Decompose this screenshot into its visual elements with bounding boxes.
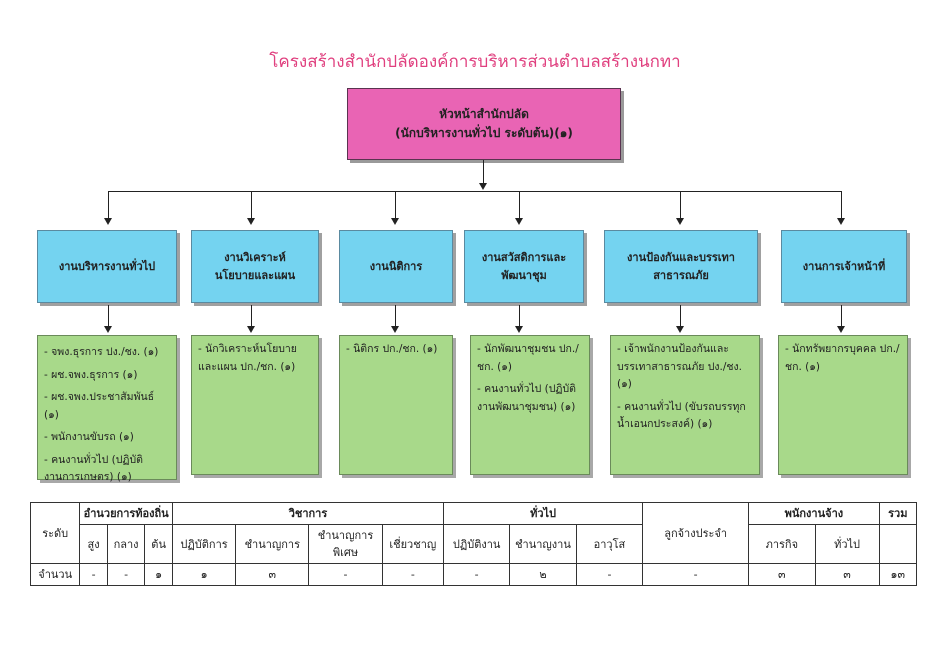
sub-total-blank	[878, 524, 918, 564]
arrow-staff-1-icon	[104, 326, 112, 333]
dept-label: งานนิติการ	[369, 259, 423, 273]
staff-item: - ผช.จพง.ธุรการ (๑)	[44, 368, 138, 381]
arrow-head-down-icon	[479, 183, 487, 190]
count-cell: ๓	[235, 563, 310, 586]
connector-dept-1	[108, 191, 109, 219]
dept-label: งานการเจ้าหน้าที่	[802, 259, 886, 273]
count-cell: -	[443, 563, 511, 586]
count-label: จำนวน	[29, 563, 81, 586]
count-cell: ๓	[814, 563, 880, 586]
dept-personnel: งานการเจ้าหน้าที่	[781, 230, 907, 303]
head-title: หัวหน้าสำนักปลัด	[439, 107, 529, 121]
connector-staff-2	[251, 305, 252, 327]
arrow-dept-2-icon	[247, 218, 255, 225]
connector-horizontal	[108, 191, 842, 192]
sub-operational: ปฏิบัติงาน	[443, 524, 511, 564]
head-of-office-box: หัวหน้าสำนักปลัด (นักบริหารงานทั่วไป ระด…	[347, 88, 621, 160]
count-cell: -	[308, 563, 383, 586]
count-cell: -	[381, 563, 445, 586]
sub-high: สูง	[79, 524, 108, 564]
arrow-dept-3-icon	[391, 218, 399, 225]
dept-label: งานบริหารงานทั่วไป	[58, 259, 156, 273]
group-general: ทั่วไป	[443, 502, 644, 525]
sub-mid: กลาง	[106, 524, 146, 564]
staff-item: - เจ้าพนักงานป้องกันและบรรเทาสาธารณภัย ป…	[617, 343, 743, 390]
staffing-summary-table: ระดับ อำนวยการท้องถิ่น วิชาการ ทั่วไป ลู…	[29, 502, 918, 586]
sub-senior: อาวุโส	[575, 524, 644, 564]
page-title: โครงสร้างสำนักปลัดองค์การบริหารส่วนตำบลส…	[269, 52, 681, 72]
sub-professional: ชำนาญการ	[235, 524, 310, 564]
count-cell: -	[79, 563, 108, 586]
sub-experienced: ชำนาญงาน	[509, 524, 577, 564]
count-cell: ๓	[748, 563, 816, 586]
staff-item: - นักทรัพยากรบุคคล ปก./ชก. (๑)	[785, 343, 900, 373]
connector-dept-4	[519, 191, 520, 219]
count-cell: -	[106, 563, 146, 586]
group-total: รวม	[878, 502, 918, 525]
sub-general-emp: ทั่วไป	[814, 524, 880, 564]
connector-staff-5	[680, 305, 681, 327]
group-employee: พนักงานจ้าง	[748, 502, 880, 525]
group-permanent: ลูกจ้างประจำ	[642, 502, 750, 564]
group-local-admin: อำนวยการท้องถิ่น	[79, 502, 173, 525]
dept-label: งานวิเคราะห์นโยบายและแผน	[214, 250, 296, 282]
count-cell: ๑	[144, 563, 173, 586]
arrow-dept-4-icon	[515, 218, 523, 225]
arrow-staff-4-icon	[515, 326, 523, 333]
staff-item: - นักวิเคราะห์นโยบายและแผน ปก./ชก. (๑)	[198, 343, 297, 373]
staff-personnel: - นักทรัพยากรบุคคล ปก./ชก. (๑)	[778, 335, 908, 475]
staff-disaster-prevention: - เจ้าพนักงานป้องกันและบรรเทาสาธารณภัย ป…	[610, 335, 760, 475]
arrow-dept-6-icon	[837, 218, 845, 225]
dept-legal: งานนิติการ	[339, 230, 453, 303]
staff-general-admin: - จพง.ธุรการ ปง./ชง. (๑) - ผช.จพง.ธุรการ…	[37, 335, 177, 483]
connector-staff-4	[519, 305, 520, 327]
level-header: ระดับ	[29, 502, 81, 564]
staff-item: - นักพัฒนาชุมชน ปก./ชก. (๑)	[477, 343, 579, 373]
staff-item: - คนงานทั่วไป (ขับรถบรรทุกน้ำเอนกประสงค์…	[617, 400, 746, 431]
arrow-dept-1-icon	[104, 218, 112, 225]
arrow-staff-2-icon	[247, 326, 255, 333]
connector-head-down	[483, 160, 484, 184]
count-cell: ๑๓	[878, 563, 918, 586]
count-cell: ๒	[509, 563, 577, 586]
sub-practitioner: ปฏิบัติการ	[171, 524, 237, 564]
sub-expert: เชี่ยวชาญ	[381, 524, 445, 564]
connector-staff-6	[841, 305, 842, 327]
arrow-dept-5-icon	[676, 218, 684, 225]
connector-staff-1	[108, 305, 109, 327]
arrow-staff-5-icon	[676, 326, 684, 333]
count-cell: -	[575, 563, 644, 586]
staff-legal: - นิติกร ปก./ชก. (๑)	[339, 335, 453, 475]
connector-staff-3	[395, 305, 396, 327]
dept-general-admin: งานบริหารงานทั่วไป	[37, 230, 177, 303]
dept-welfare-community: งานสวัสดิการและพัฒนาชุม	[464, 230, 584, 303]
staff-item: - จพง.ธุรการ ปง./ชง. (๑)	[44, 346, 159, 358]
sub-senior-professional: ชำนาญการพิเศษ	[308, 524, 383, 564]
dept-label: งานสวัสดิการและพัฒนาชุม	[481, 250, 567, 282]
staff-item: - ผช.จพง.ประชาสัมพันธ์ (๑)	[44, 391, 155, 421]
staff-item: - คนงานทั่วไป (ปฏิบัติงานการเกษตร) (๑)	[44, 453, 143, 484]
staff-item: - พนักงานขับรถ (๑)	[44, 431, 134, 443]
dept-disaster-prevention: งานป้องกันและบรรเทาสาธารณภัย	[604, 230, 758, 303]
connector-dept-3	[395, 191, 396, 219]
group-academic: วิชาการ	[171, 502, 445, 525]
connector-dept-5	[680, 191, 681, 219]
sub-mission: ภารกิจ	[748, 524, 816, 564]
dept-label: งานป้องกันและบรรเทาสาธารณภัย	[627, 250, 735, 282]
connector-dept-2	[251, 191, 252, 219]
count-cell: -	[642, 563, 750, 586]
connector-dept-6	[841, 191, 842, 219]
staff-policy-planning: - นักวิเคราะห์นโยบายและแผน ปก./ชก. (๑)	[191, 335, 319, 475]
dept-policy-planning: งานวิเคราะห์นโยบายและแผน	[191, 230, 319, 303]
staff-item: - คนงานทั่วไป (ปฏิบัติงานพัฒนาชุมชน) (๑)	[477, 383, 576, 413]
arrow-staff-6-icon	[837, 326, 845, 333]
staff-item: - นิติกร ปก./ชก. (๑)	[346, 343, 438, 355]
head-position: (นักบริหารงานทั่วไป ระดับต้น)(๑)	[395, 126, 573, 140]
count-cell: ๑	[171, 563, 237, 586]
arrow-staff-3-icon	[391, 326, 399, 333]
sub-low: ต้น	[144, 524, 173, 564]
staff-welfare-community: - นักพัฒนาชุมชน ปก./ชก. (๑) - คนงานทั่วไ…	[470, 335, 590, 475]
